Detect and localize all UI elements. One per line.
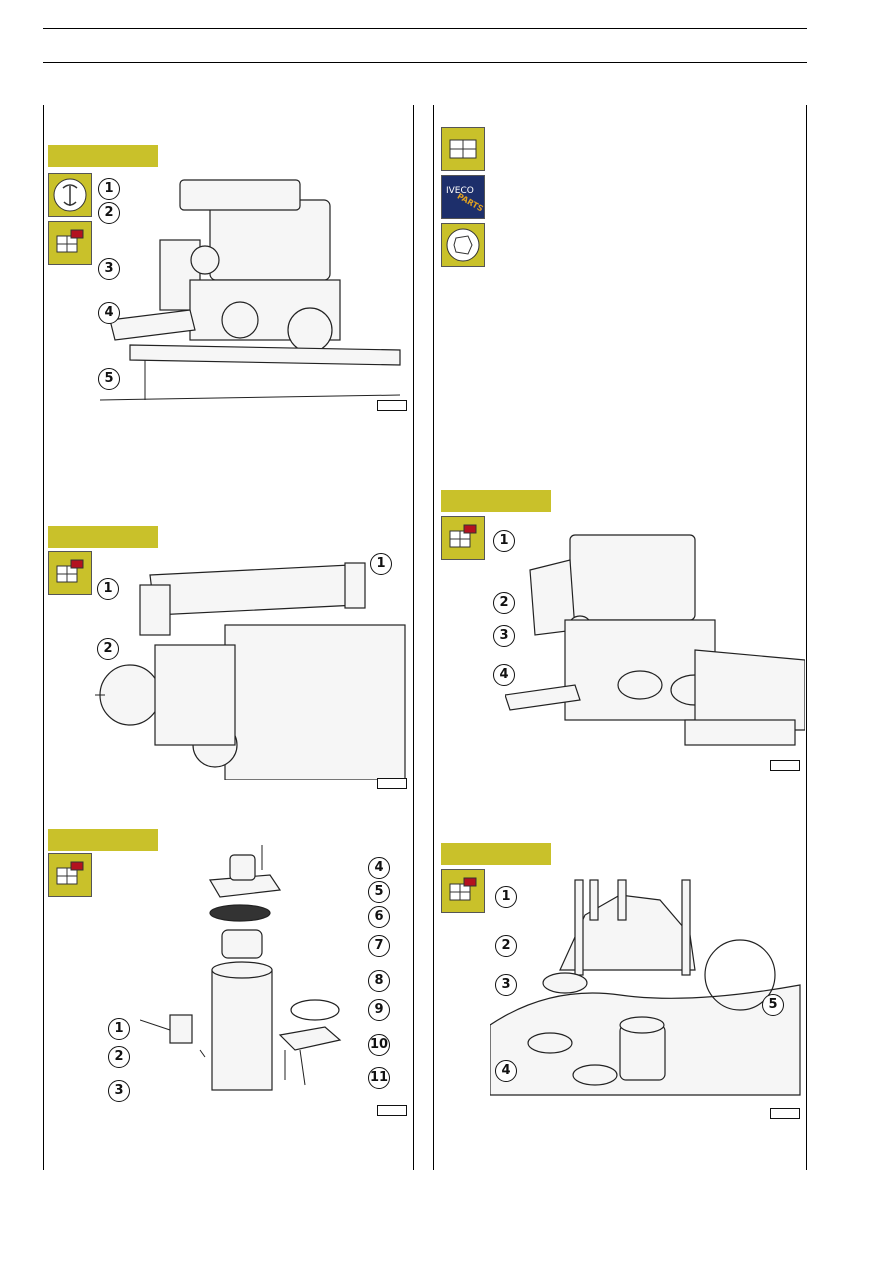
callout-marker: 4 xyxy=(495,1060,517,1082)
callout-marker: 2 xyxy=(97,638,119,660)
callout-marker: 1 xyxy=(370,553,392,575)
callout-marker: 4 xyxy=(98,302,120,324)
figure-label-bar xyxy=(48,829,158,851)
disassembly-icon xyxy=(441,516,485,560)
column-rule-middle-right xyxy=(433,105,434,1170)
callout-marker: 9 xyxy=(368,999,390,1021)
callout-marker: 3 xyxy=(495,974,517,996)
figure-number-box xyxy=(770,1108,800,1119)
column-rule-middle-left xyxy=(413,105,414,1170)
brand-name: IVECO xyxy=(446,186,474,196)
callout-marker: 11 xyxy=(368,1067,390,1089)
callout-marker: 1 xyxy=(495,886,517,908)
callout-marker: 1 xyxy=(493,530,515,552)
figure-number-box xyxy=(377,400,407,411)
figure-number-box xyxy=(377,778,407,789)
callout-marker: 2 xyxy=(108,1046,130,1068)
filter-exploded-drawing xyxy=(140,845,342,1091)
engine-filter-drawing xyxy=(100,179,401,401)
disassembly-icon xyxy=(48,853,92,897)
disassembly-icon xyxy=(441,869,485,913)
iveco-parts-logo: IVECO PARTS xyxy=(441,175,485,219)
column-rule-right xyxy=(806,105,807,1170)
figure-label-bar xyxy=(48,526,158,548)
callout-marker: 7 xyxy=(368,935,390,957)
figure-label-bar xyxy=(441,843,551,865)
callout-marker: 5 xyxy=(762,994,784,1016)
callout-marker: 5 xyxy=(98,368,120,390)
callout-marker: 1 xyxy=(108,1018,130,1040)
removal-tool-icon xyxy=(48,173,92,217)
assembly-icon xyxy=(441,127,485,171)
disassembly-icon xyxy=(48,551,92,595)
callout-marker: 2 xyxy=(495,935,517,957)
disassembly-icon xyxy=(48,221,92,265)
figure-number-box xyxy=(770,760,800,771)
heat-exchanger-drawing xyxy=(95,562,406,780)
callout-marker: 2 xyxy=(493,592,515,614)
callout-marker: 1 xyxy=(97,578,119,600)
callout-marker: 3 xyxy=(98,258,120,280)
callout-marker: 8 xyxy=(368,970,390,992)
callout-marker: 1 xyxy=(98,178,120,200)
oil-filter-support-drawing xyxy=(505,534,805,746)
header-rule-bottom xyxy=(43,62,807,63)
callout-marker: 4 xyxy=(368,857,390,879)
oil-pump-cover-drawing xyxy=(490,879,801,1096)
callout-marker: 10 xyxy=(368,1034,390,1056)
callout-marker: 5 xyxy=(368,881,390,903)
callout-marker: 4 xyxy=(493,664,515,686)
tightening-torque-icon xyxy=(441,223,485,267)
callout-marker: 3 xyxy=(108,1080,130,1102)
figure-number-box xyxy=(377,1105,407,1116)
figure-label-bar xyxy=(441,490,551,512)
header-rule-top xyxy=(43,28,807,29)
callout-marker: 2 xyxy=(98,202,120,224)
callout-marker: 3 xyxy=(493,625,515,647)
callout-marker: 6 xyxy=(368,906,390,928)
column-rule-left xyxy=(43,105,44,1170)
figure-label-bar xyxy=(48,145,158,167)
